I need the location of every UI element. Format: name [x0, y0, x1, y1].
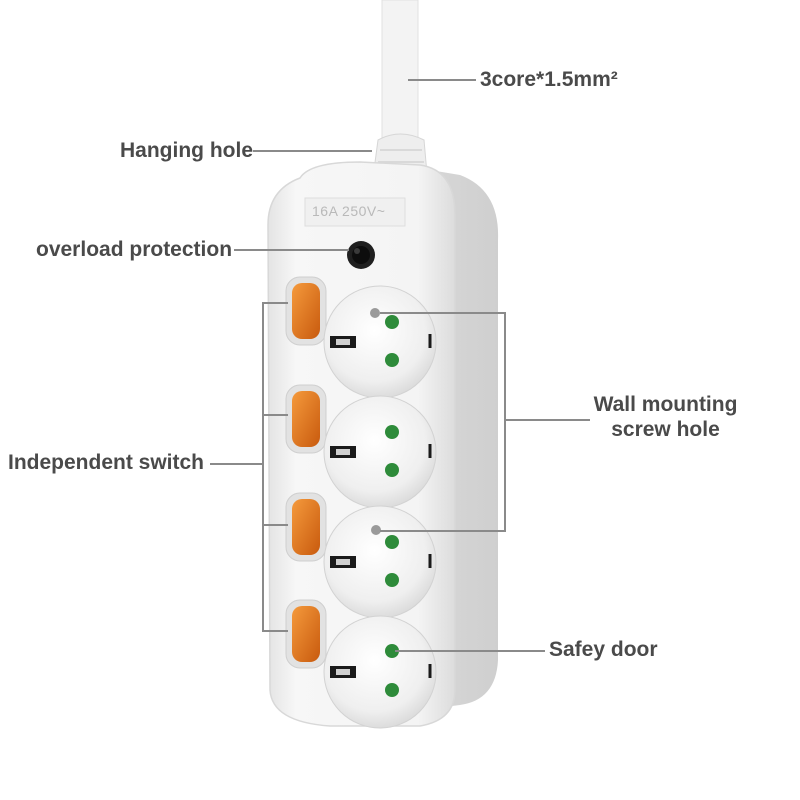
socket-3	[323, 505, 437, 619]
rocker-switch-3	[285, 492, 327, 562]
overload-protection-label: overload protection	[36, 238, 233, 261]
overload-button	[347, 241, 375, 269]
wall-mounting-line2: screw hole	[611, 418, 720, 441]
socket-4	[323, 615, 437, 729]
rating-text: 16A 250V~	[312, 203, 386, 219]
power-cable	[371, 0, 429, 191]
rocker-switch-4	[285, 599, 327, 669]
socket-column	[323, 285, 437, 729]
switch-column	[285, 276, 327, 669]
wall-mounting-line1: Wall mounting	[593, 393, 738, 416]
rocker-switch-2	[285, 384, 327, 454]
wall-mounting-label: Wall mounting screw hole	[588, 392, 743, 442]
independent-switch-label: Independent switch	[8, 451, 205, 474]
cable-spec-label: 3core*1.5mm²	[480, 68, 618, 91]
hanging-hole-label: Hanging hole	[120, 139, 253, 162]
socket-2	[323, 395, 437, 509]
rocker-switch-1	[285, 276, 327, 346]
rating-plate	[304, 197, 406, 227]
safety-door-label: Safey door	[549, 638, 658, 661]
socket-1	[323, 285, 437, 399]
leader-lines	[210, 79, 590, 652]
